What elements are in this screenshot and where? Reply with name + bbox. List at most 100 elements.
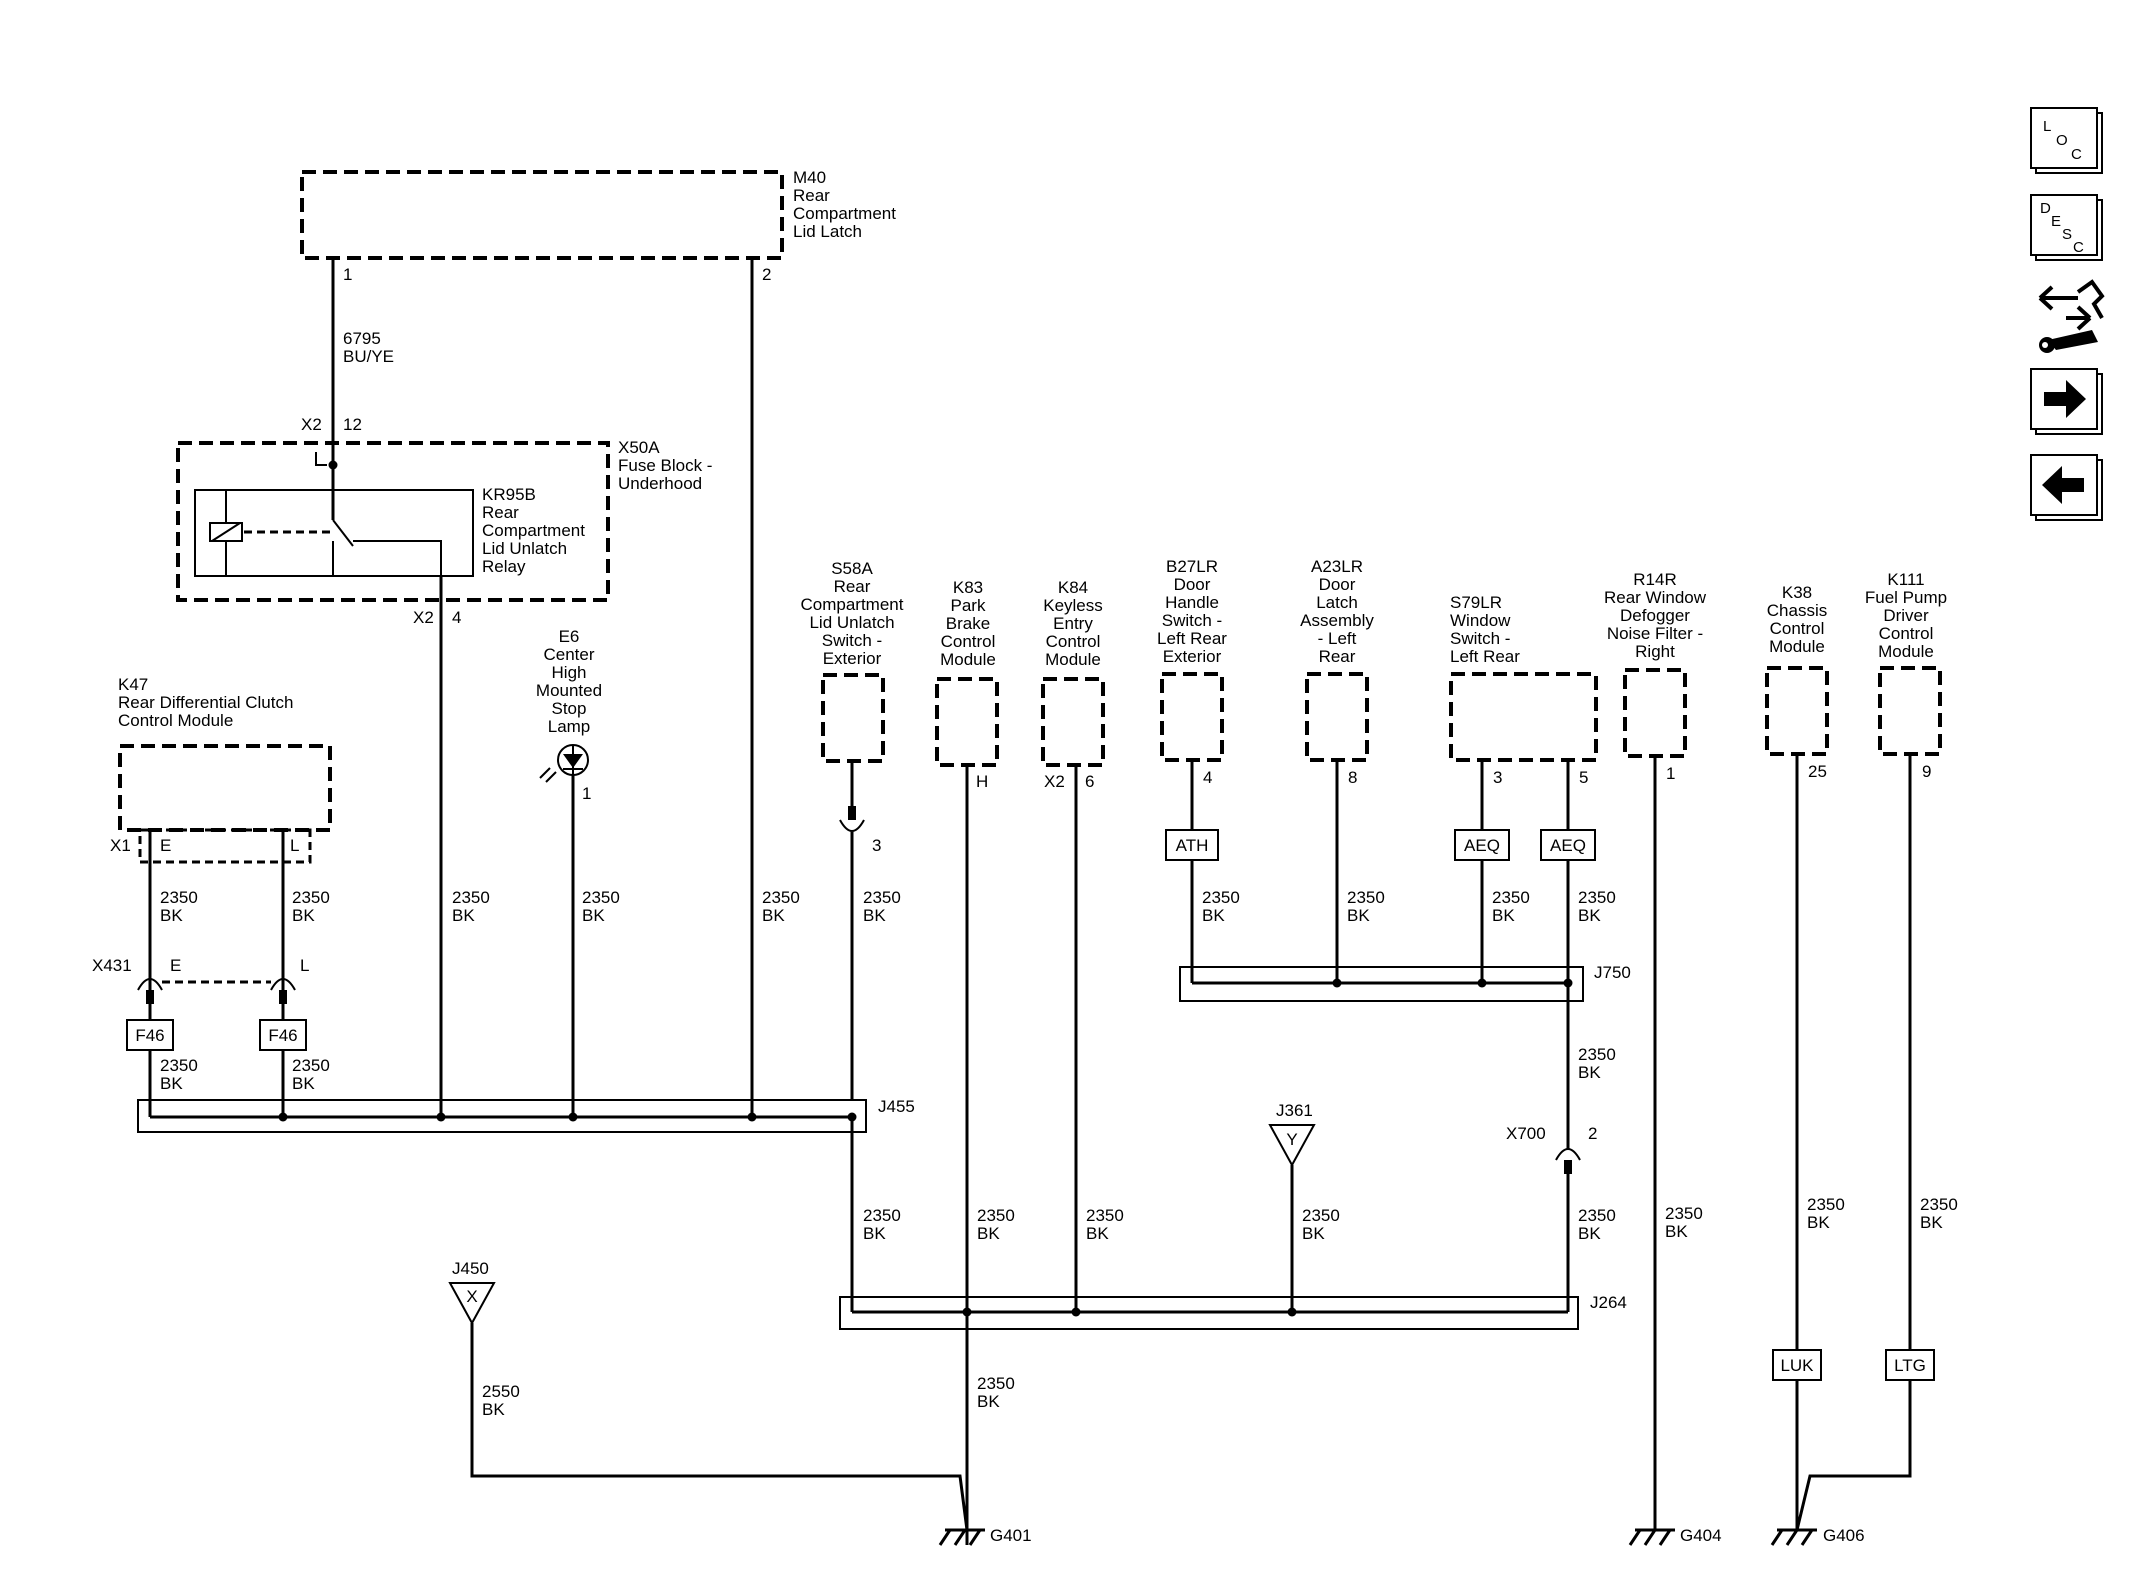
- wrench-arrows-icon[interactable]: [2038, 279, 2105, 353]
- wire-label-6795: 6795 BU/YE: [343, 329, 394, 366]
- splice-pack-j264: [839, 1296, 1579, 1330]
- inline-connector-icon: [839, 819, 865, 832]
- svg-text:Switch -: Switch -: [822, 631, 882, 650]
- ground-label: G401: [990, 1526, 1032, 1545]
- svg-text:Switch -: Switch -: [1450, 629, 1510, 648]
- svg-text:BK: BK: [1202, 906, 1225, 925]
- svg-text:Module: Module: [1045, 650, 1101, 669]
- svg-text:BK: BK: [762, 906, 785, 925]
- loc-button[interactable]: L O C: [2030, 107, 2103, 174]
- svg-text:O: O: [2056, 132, 2068, 149]
- splice-label: J264: [1590, 1293, 1627, 1312]
- svg-text:K47: K47: [118, 675, 148, 694]
- svg-text:BK: BK: [1665, 1222, 1688, 1241]
- svg-text:2350: 2350: [1492, 888, 1530, 907]
- wire-label: 2350 BK: [863, 1206, 901, 1243]
- svg-text:Module: Module: [1878, 642, 1934, 661]
- wire-label: 2350 BK: [1492, 888, 1530, 925]
- svg-text:Compartment: Compartment: [482, 521, 585, 540]
- svg-text:2350: 2350: [292, 1056, 330, 1075]
- desc-button[interactable]: D E S C: [2030, 194, 2103, 261]
- splice-pack-j750: [1179, 966, 1584, 1002]
- svg-text:X50A: X50A: [618, 438, 660, 457]
- svg-text:2550: 2550: [482, 1382, 520, 1401]
- connector-label: X1: [110, 836, 131, 855]
- svg-text:2350: 2350: [977, 1206, 1015, 1225]
- m40-component-box: [300, 170, 784, 260]
- svg-text:KR95B: KR95B: [482, 485, 536, 504]
- relay-switch-icon: [332, 519, 354, 547]
- pin-label: 1: [582, 784, 591, 803]
- a23lr-label: A23LR Door Latch Assembly - Left Rear: [1300, 557, 1374, 666]
- splice-pack-j455: [137, 1099, 867, 1133]
- svg-text:2350: 2350: [292, 888, 330, 907]
- svg-text:Lamp: Lamp: [548, 717, 591, 736]
- svg-text:BK: BK: [1347, 906, 1370, 925]
- pin-label: 3: [1493, 768, 1502, 787]
- svg-text:B27LR: B27LR: [1166, 557, 1218, 576]
- svg-text:2350: 2350: [1920, 1195, 1958, 1214]
- k83-component-box: [935, 677, 999, 767]
- pin-label: 9: [1922, 762, 1931, 781]
- svg-text:Latch: Latch: [1316, 593, 1358, 612]
- pin-label: 1: [343, 265, 352, 284]
- option-box-luk: LUK: [1772, 1349, 1822, 1381]
- wire-label: 2350 BK: [1302, 1206, 1340, 1243]
- pin-label: 1: [1666, 764, 1675, 783]
- svg-text:BK: BK: [482, 1400, 505, 1419]
- svg-text:BK: BK: [292, 906, 315, 925]
- svg-text:Mounted: Mounted: [536, 681, 602, 700]
- k84-label: K84 Keyless Entry Control Module: [1043, 578, 1103, 669]
- svg-text:Left Rear: Left Rear: [1450, 647, 1520, 666]
- pin-label: 4: [452, 608, 461, 627]
- svg-text:Right: Right: [1635, 642, 1675, 661]
- ground-symbol-g406: [1770, 1528, 1817, 1546]
- svg-text:C: C: [2073, 239, 2084, 256]
- svg-text:Center: Center: [543, 645, 594, 664]
- svg-text:E: E: [2051, 213, 2061, 230]
- wire-label: 2350 BK: [160, 888, 198, 925]
- wire-label: 2350 BK: [452, 888, 490, 925]
- svg-text:K111: K111: [1887, 570, 1924, 589]
- svg-text:F46: F46: [268, 1026, 297, 1045]
- pin-label: 3: [872, 836, 881, 855]
- svg-text:2350: 2350: [1578, 888, 1616, 907]
- pin-label: 6: [1085, 772, 1094, 791]
- svg-text:Control: Control: [1770, 619, 1825, 638]
- s58a-label: S58A Rear Compartment Lid Unlatch Switch…: [801, 559, 904, 668]
- option-box-f46: F46: [126, 1019, 174, 1051]
- pin-label: 8: [1348, 768, 1357, 787]
- pin-label: H: [976, 772, 988, 791]
- next-arrow-button[interactable]: [2030, 368, 2103, 435]
- s79lr-label: S79LR Window Switch - Left Rear: [1450, 593, 1520, 666]
- svg-text:Door: Door: [1174, 575, 1211, 594]
- svg-text:R14R: R14R: [1633, 570, 1676, 589]
- svg-text:2350: 2350: [1578, 1206, 1616, 1225]
- connector-label: X2: [1044, 772, 1065, 791]
- svg-text:2350: 2350: [1347, 888, 1385, 907]
- ground-label: G404: [1680, 1526, 1722, 1545]
- svg-text:Lid Unlatch: Lid Unlatch: [809, 613, 894, 632]
- svg-text:Fuse Block -: Fuse Block -: [618, 456, 712, 475]
- svg-text:High: High: [552, 663, 587, 682]
- svg-text:2350: 2350: [863, 888, 901, 907]
- b27lr-component-box: [1160, 672, 1224, 762]
- arrow-right-icon: [2044, 380, 2086, 418]
- svg-text:Rear Window: Rear Window: [1604, 588, 1707, 607]
- svg-text:2350: 2350: [452, 888, 490, 907]
- connector-label: X700: [1506, 1124, 1546, 1143]
- arrow-left-icon: [2042, 466, 2084, 504]
- ref-label: J450: [452, 1259, 489, 1278]
- svg-text:Fuel Pump: Fuel Pump: [1865, 588, 1947, 607]
- wire-label: 2350 BK: [582, 888, 620, 925]
- svg-text:Defogger: Defogger: [1620, 606, 1690, 625]
- svg-text:2350: 2350: [160, 1056, 198, 1075]
- wire-label: 2350 BK: [1086, 1206, 1124, 1243]
- prev-arrow-button[interactable]: [2030, 454, 2103, 521]
- connector-symbol: [315, 452, 327, 466]
- svg-text:Rear: Rear: [1319, 647, 1356, 666]
- ref-triangle-j450: [448, 1282, 496, 1326]
- svg-text:BK: BK: [1920, 1213, 1943, 1232]
- k84-component-box: [1041, 677, 1105, 767]
